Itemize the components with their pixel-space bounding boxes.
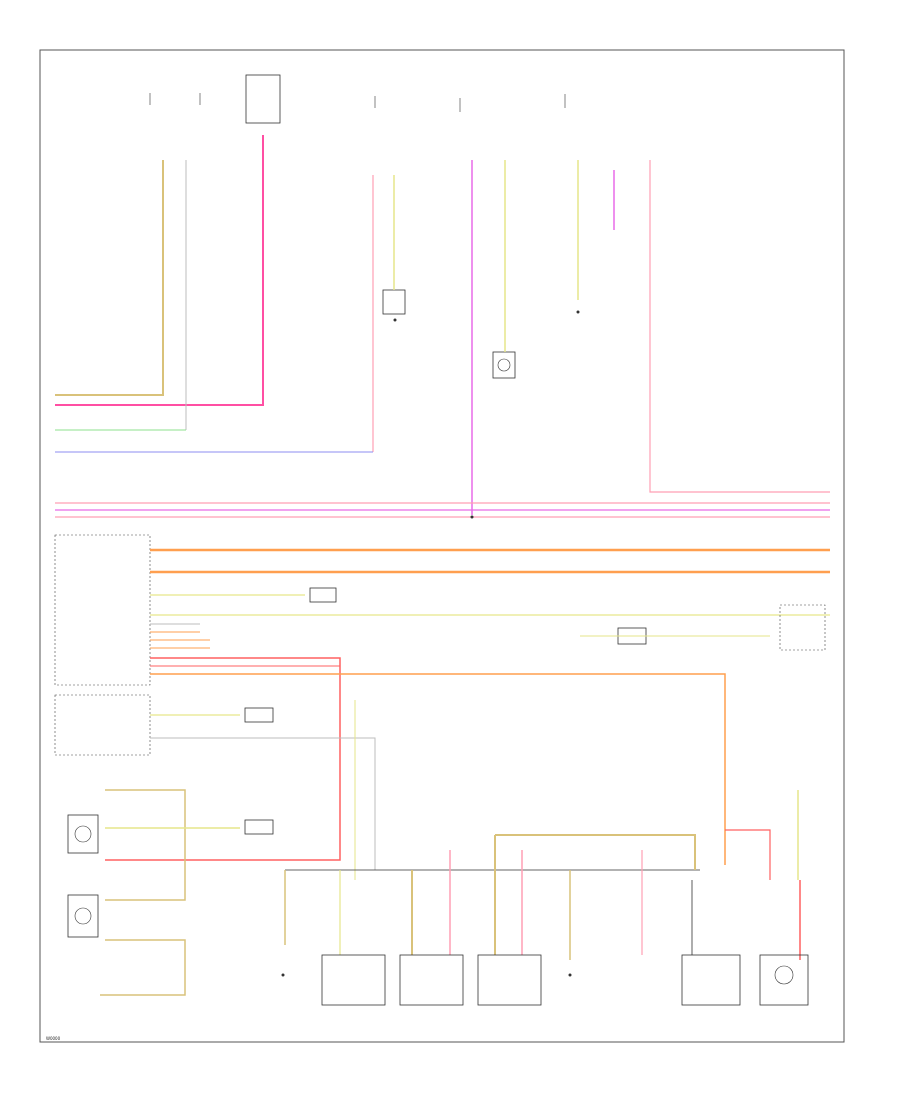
wire-light-pink-2 bbox=[649, 160, 830, 493]
motor-symbol-2 bbox=[492, 351, 516, 379]
bottom-module-2 bbox=[399, 954, 464, 1006]
bus-wires bbox=[55, 502, 830, 519]
diagram-frame bbox=[39, 49, 845, 1043]
wire-tan-1 bbox=[55, 160, 164, 396]
bottom-bus bbox=[284, 790, 801, 960]
instrument-cluster bbox=[54, 694, 376, 996]
wire-pink-1 bbox=[55, 135, 264, 406]
motor-symbol-1 bbox=[382, 289, 406, 315]
top-components bbox=[149, 74, 566, 379]
bottom-components bbox=[321, 954, 809, 1006]
bottom-module-3 bbox=[477, 954, 542, 1006]
lamp-symbol-1 bbox=[67, 814, 99, 854]
footer-code: W0000 bbox=[46, 1036, 61, 1041]
control-module bbox=[54, 534, 830, 865]
ground-markers bbox=[281, 310, 580, 977]
bottom-lamp bbox=[759, 954, 809, 1006]
lamp-symbol-2 bbox=[67, 894, 99, 938]
bottom-module-4 bbox=[681, 954, 741, 1006]
top-vertical-wires bbox=[55, 135, 830, 515]
bottom-module-1 bbox=[321, 954, 386, 1006]
